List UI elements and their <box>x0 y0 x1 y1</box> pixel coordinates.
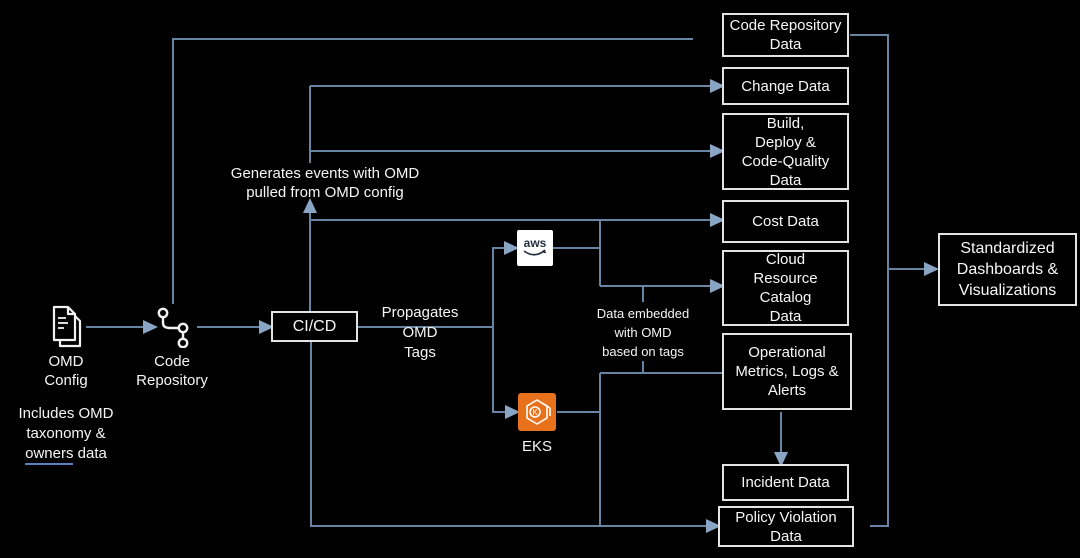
code-repository-label: Code Repository <box>136 353 208 389</box>
omd-config-label: OMD Config <box>44 353 88 389</box>
owners-underlined-text: owners <box>25 445 74 465</box>
box-change-data: Change Data <box>722 67 849 105</box>
eks-label: EKS <box>521 438 552 455</box>
omd-config-note-tail: data <box>73 445 107 462</box>
omd-config-note-text: Includes OMD taxonomy & <box>18 405 114 442</box>
box-code-repository-data: Code Repository Data <box>722 13 849 57</box>
svg-text:aws: aws <box>524 236 547 250</box>
box-incident-data: Incident Data <box>722 464 849 501</box>
box-build-deploy-code-quality-data: Build, Deploy & Code-Quality Data <box>722 113 849 190</box>
box-policy-violation-data: Policy Violation Data <box>718 506 854 547</box>
propagates-omd-tags-annotation: Propagates OMD Tags <box>381 304 459 361</box>
data-embedded-annotation: Data embedded with OMD based on tags <box>596 306 690 359</box>
aws-icon: aws <box>517 230 553 266</box>
box-standardized-dashboards: Standardized Dashboards & Visualizations <box>938 233 1077 306</box>
eks-icon: K <box>518 393 556 431</box>
cicd-box: CI/CD <box>271 311 358 342</box>
omd-config-note: Includes OMD taxonomy & owners data <box>0 404 132 465</box>
generates-events-annotation: Generates events with OMD pulled from OM… <box>230 165 420 201</box>
box-operational-metrics-logs-alerts: Operational Metrics, Logs & Alerts <box>722 333 852 410</box>
omd-config-document-icon <box>48 304 86 352</box>
svg-text:K: K <box>532 408 538 417</box>
code-repository-branch-icon <box>152 306 194 349</box>
box-cost-data: Cost Data <box>722 200 849 243</box>
box-cloud-resource-catalog-data: Cloud Resource Catalog Data <box>722 250 849 326</box>
